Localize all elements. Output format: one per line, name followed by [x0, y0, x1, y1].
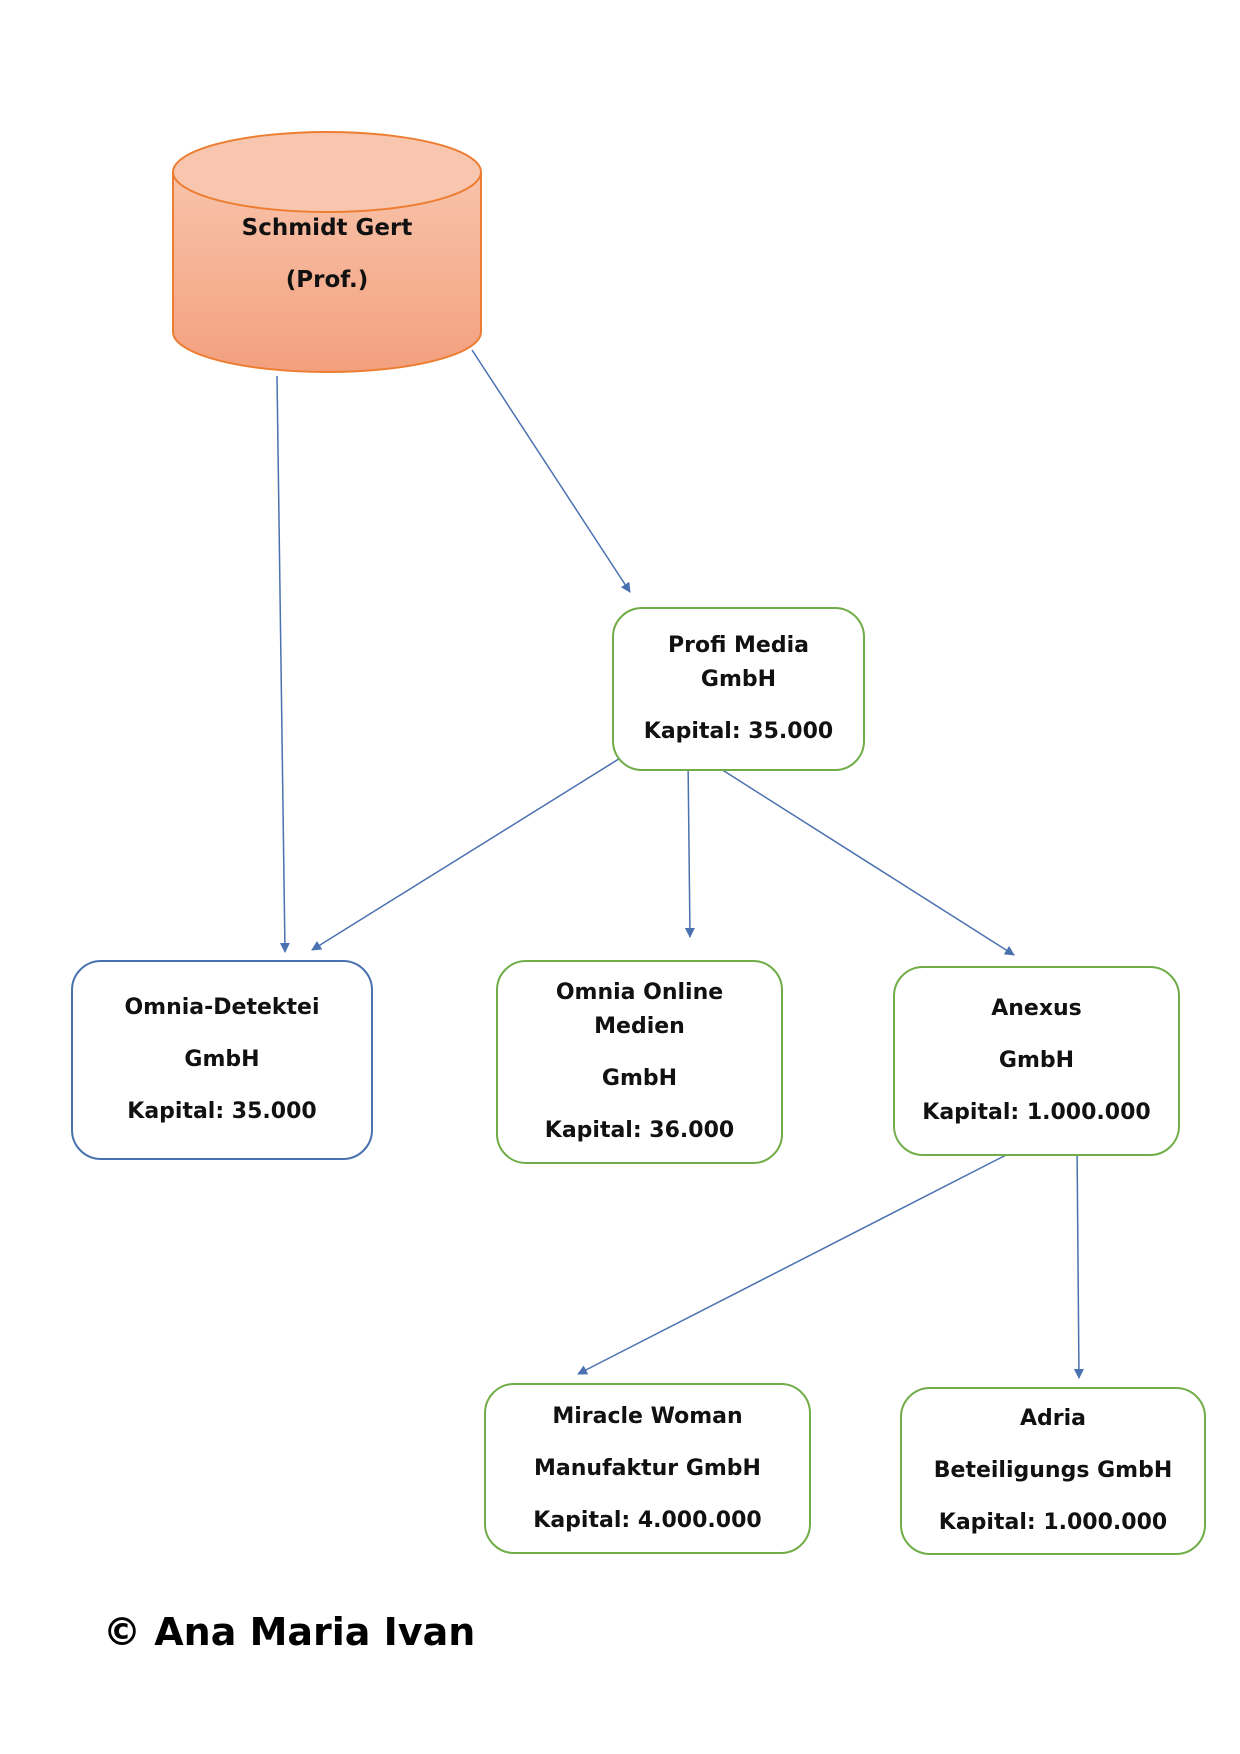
company-name: GmbH [184, 1047, 260, 1072]
company-capital: Kapital: 4.000.000 [533, 1507, 762, 1533]
arrow-anexus-to-adria [1073, 1142, 1084, 1379]
arrow-profi-to-anexus [701, 756, 1015, 956]
company-box-miracle-woman: Miracle Woman Manufaktur GmbH Kapital: 4… [484, 1383, 811, 1554]
owner-label: Schmidt Gert (Prof.) [172, 215, 482, 319]
company-name: Medien [594, 1014, 685, 1039]
owner-title: (Prof.) [285, 267, 369, 293]
company-name: GmbH [998, 1048, 1075, 1073]
company-box-adria: Adria Beteiligungs GmbH Kapital: 1.000.0… [900, 1387, 1206, 1555]
company-capital: Kapital: 1.000.000 [938, 1510, 1168, 1535]
company-name: Profi Media [667, 633, 809, 658]
owner-cylinder [172, 131, 482, 373]
company-capital: Kapital: 35.000 [127, 1099, 317, 1124]
company-box-omnia-detektei: Omnia-Detektei GmbH Kapital: 35.000 [71, 960, 373, 1160]
company-name: Manufaktur GmbH [534, 1455, 761, 1481]
arrow-profi-to-online [684, 757, 695, 938]
company-box-anexus: Anexus GmbH Kapital: 1.000.000 [893, 966, 1180, 1156]
company-capital: Kapital: 1.000.000 [922, 1100, 1151, 1125]
company-name: GmbH [700, 667, 777, 692]
company-box-profi-media: Profi Media GmbH Kapital: 35.000 [612, 607, 865, 771]
company-name: Omnia-Detektei [124, 995, 320, 1020]
arrow-owner-to-detektei [276, 375, 290, 953]
copyright-notice: © Ana Maria Ivan [103, 1610, 476, 1654]
company-name: Omnia Online [555, 980, 724, 1005]
company-box-omnia-online-medien: Omnia Online Medien GmbH Kapital: 36.000 [496, 960, 783, 1164]
company-name: Adria [1019, 1406, 1086, 1431]
company-name: Anexus [991, 996, 1082, 1021]
arrow-owner-to-profi [471, 349, 631, 593]
company-name: GmbH [601, 1066, 678, 1091]
company-capital: Kapital: 35.000 [643, 719, 834, 744]
arrow-profi-to-detektei [311, 751, 631, 951]
arrow-anexus-to-miracle [577, 1152, 1011, 1375]
company-capital: Kapital: 36.000 [544, 1118, 735, 1143]
company-name: Miracle Woman [552, 1403, 743, 1429]
owner-name: Schmidt Gert [241, 215, 413, 241]
company-name: Beteiligungs GmbH [933, 1458, 1173, 1483]
